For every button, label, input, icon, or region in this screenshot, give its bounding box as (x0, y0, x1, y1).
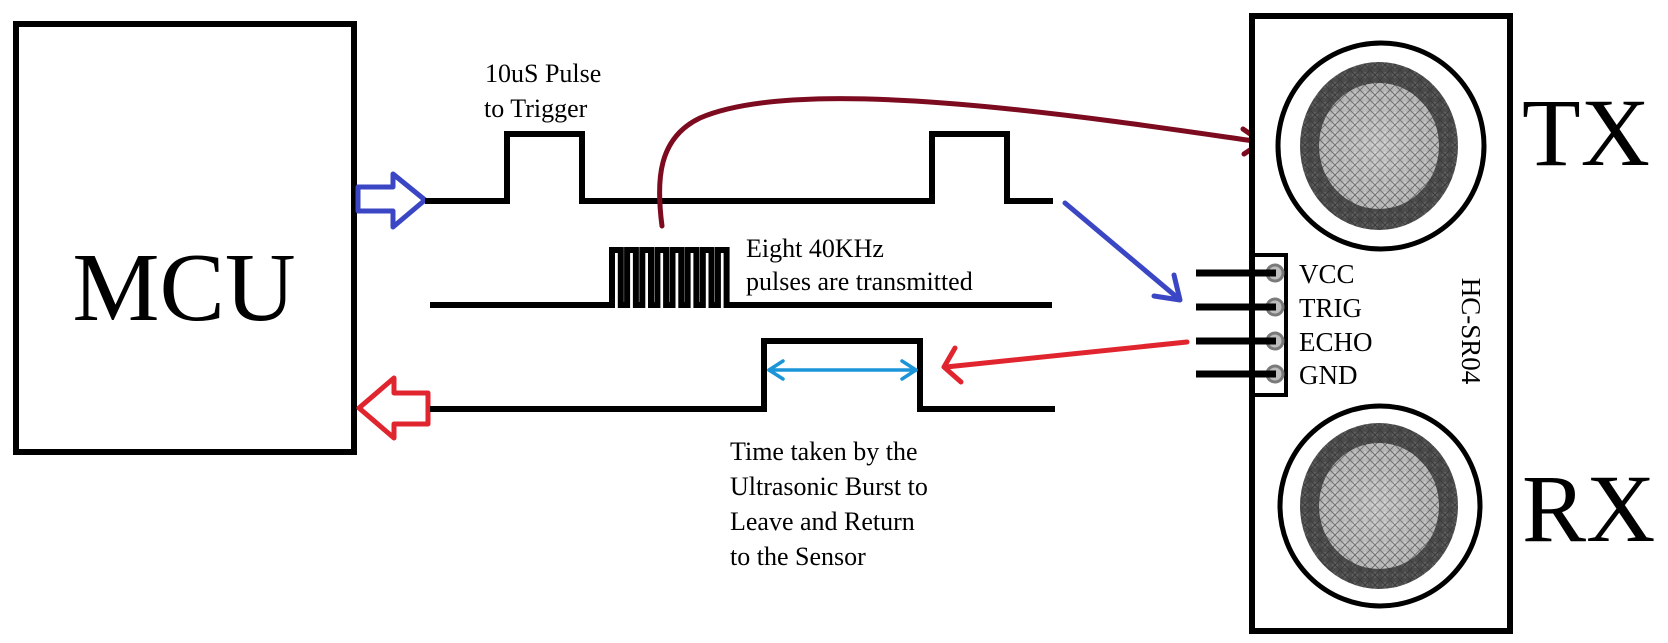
mcu-block: MCU (13, 21, 357, 455)
module-model-label: HC-SR04 (1456, 278, 1486, 385)
rx-transducer-icon (1277, 403, 1483, 609)
echo-caption-line4: to the Sensor (730, 542, 866, 571)
pin-trig: TRIG (1196, 293, 1362, 323)
echo-waveform (430, 338, 1055, 412)
pin-label: GND (1299, 360, 1358, 390)
echo-signal: Time taken by the Ultrasonic Burst to Le… (430, 338, 1055, 571)
tx-label: TX (1522, 79, 1650, 186)
pin-label: TRIG (1299, 293, 1362, 323)
mcu-input-arrow-icon (356, 375, 431, 441)
mcu-box (13, 21, 357, 455)
time-span-double-arrow-icon (767, 359, 918, 381)
trigger-caption-line2: to Trigger (484, 94, 588, 123)
echo-caption-line1: Time taken by the (730, 437, 918, 466)
burst-caption-line1: Eight 40KHz (746, 234, 884, 263)
echo-caption-line3: Leave and Return (730, 507, 915, 536)
trigger-signal: 10uS Pulse to Trigger (425, 59, 1053, 204)
pin-label: ECHO (1299, 327, 1373, 357)
echo-caption: Time taken by the Ultrasonic Burst to Le… (730, 437, 928, 571)
burst-caption-line2: pulses are transmitted (746, 267, 973, 296)
pin-label: VCC (1299, 259, 1355, 289)
mcu-label: MCU (72, 234, 295, 342)
burst-waveform (430, 247, 1052, 308)
tx-transducer-icon (1275, 40, 1487, 252)
mcu-output-arrow-icon (355, 171, 428, 230)
echo-pin-to-echo-line-arrow-icon (941, 339, 1190, 385)
burst-to-tx-arrow-icon (657, 96, 1265, 229)
echo-caption-line2: Ultrasonic Burst to (730, 472, 928, 501)
pin-vcc: VCC (1196, 259, 1355, 289)
trigger-to-trig-pin-arrow-icon (1062, 200, 1183, 303)
pin-gnd: GND (1196, 360, 1358, 390)
burst-signal: Eight 40KHz pulses are transmitted (430, 234, 1052, 308)
trigger-waveform (425, 131, 1053, 204)
trigger-caption-line1: 10uS Pulse (485, 59, 601, 88)
rx-label: RX (1522, 455, 1655, 562)
pin-echo: ECHO (1196, 327, 1373, 357)
